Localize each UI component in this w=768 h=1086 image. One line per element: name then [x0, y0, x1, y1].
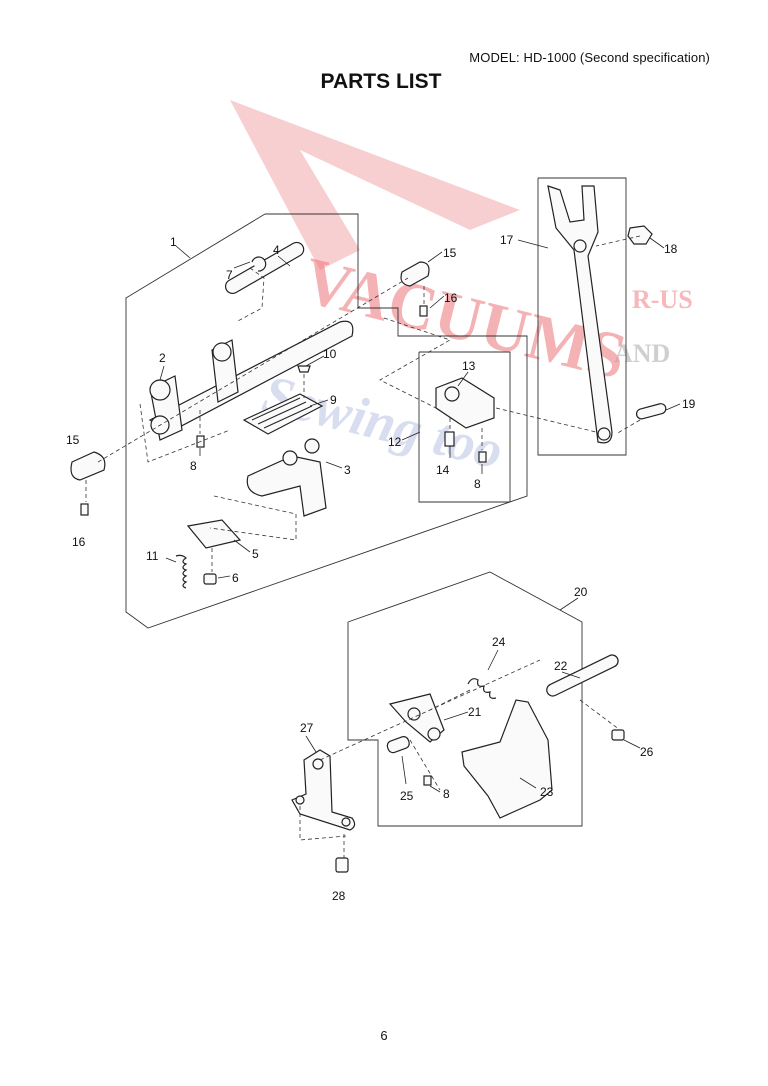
part-labels: 1 2 3 4 5 6 7 8 8 8 9 10 11 12 13 14 15 … — [66, 233, 696, 903]
part-fork-lever — [547, 185, 613, 444]
part-e-ring — [251, 256, 267, 272]
part-cap-left — [70, 451, 106, 481]
label-part-13: 13 — [462, 359, 476, 373]
label-part-26: 26 — [640, 745, 654, 759]
label-part-25: 25 — [400, 789, 414, 803]
label-part-5: 5 — [252, 547, 259, 561]
part-set-screw-right — [478, 451, 487, 463]
part-nut-18 — [627, 225, 653, 245]
page-number: 6 — [380, 1028, 388, 1043]
label-part-4: 4 — [273, 243, 280, 257]
part-screw-10 — [297, 365, 311, 373]
group-outline-12 — [418, 351, 511, 503]
dash-e-ring — [235, 267, 265, 323]
page-title: PARTS LIST — [320, 70, 442, 93]
part-screw-14 — [444, 431, 455, 447]
part-shaft-22 — [546, 654, 619, 697]
part-screw-28 — [335, 857, 349, 873]
label-part-22: 22 — [554, 659, 568, 673]
group-outline-17 — [537, 177, 627, 456]
part-set-screw-top — [419, 305, 428, 317]
label-part-7: 7 — [226, 268, 233, 282]
label-part-27: 27 — [300, 721, 314, 735]
part-bracket-23 — [461, 699, 553, 819]
part-cap-top — [400, 261, 430, 287]
label-part-10: 10 — [323, 347, 337, 361]
part-set-screw-lower — [423, 775, 432, 786]
part-spring-24 — [467, 678, 497, 699]
model-header: MODEL: HD-1000 (Second specification) — [469, 50, 710, 65]
label-part-23: 23 — [540, 785, 554, 799]
label-part-24: 24 — [492, 635, 506, 649]
part-plate-5 — [186, 519, 242, 549]
label-part-14: 14 — [436, 463, 450, 477]
label-part-3: 3 — [344, 463, 351, 477]
label-part-20: 20 — [574, 585, 588, 599]
label-part-8-c: 8 — [443, 787, 450, 801]
label-part-16-b: 16 — [72, 535, 86, 549]
label-part-28: 28 — [332, 889, 346, 903]
part-pin-19 — [635, 403, 667, 420]
part-bracket-27 — [291, 749, 356, 831]
watermark-and-text: AND — [614, 339, 670, 368]
watermark-arrow-shape — [230, 100, 520, 270]
label-part-8-b: 8 — [474, 477, 481, 491]
part-lever-21 — [388, 693, 445, 743]
part-arm — [148, 320, 354, 441]
part-screw-6 — [203, 573, 217, 585]
label-part-2: 2 — [159, 351, 166, 365]
label-part-11: 11 — [146, 549, 159, 563]
label-part-16-a: 16 — [444, 291, 458, 305]
part-set-screw-left-bottom — [80, 503, 89, 516]
part-feed-dog — [242, 393, 324, 435]
label-part-8-a: 8 — [190, 459, 197, 473]
label-part-12: 12 — [388, 435, 402, 449]
label-part-15-b: 15 — [66, 433, 80, 447]
group-outline-20 — [347, 571, 583, 827]
part-block-13 — [435, 377, 495, 429]
label-part-19: 19 — [682, 397, 696, 411]
label-part-18: 18 — [664, 242, 678, 256]
part-pin-25 — [386, 736, 410, 754]
label-part-9: 9 — [330, 393, 337, 407]
watermark-rus-text: R-US — [632, 285, 693, 314]
label-part-1: 1 — [170, 235, 177, 249]
part-screw-26 — [611, 729, 625, 741]
part-spring-11 — [175, 554, 188, 589]
label-part-6: 6 — [232, 571, 239, 585]
label-part-15-a: 15 — [443, 246, 457, 260]
label-part-21: 21 — [468, 705, 482, 719]
group-outline-1 — [125, 213, 528, 629]
label-part-17: 17 — [500, 233, 514, 247]
part-bracket-3 — [246, 438, 327, 517]
